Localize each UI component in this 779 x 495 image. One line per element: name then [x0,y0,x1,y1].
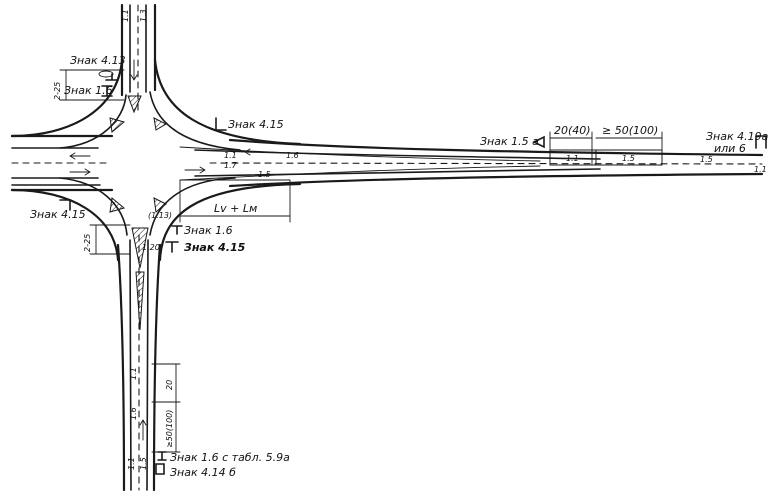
label-m-1-5-bot: 1.5 [139,457,148,470]
corner-top-left [10,58,124,138]
sign-symbol-oval [98,70,114,78]
taper-line-bottom [179,165,541,181]
corner-top-right-inner [149,91,241,151]
island-bottom [131,227,149,269]
label-m-1-7: 1.7 [224,161,238,170]
label-m-1-1-box: 1.1 [566,154,579,163]
dim-2-25-top [59,69,125,101]
dimension-labels: 2-25 2-25 20(40) ≥ 50(100) Lv + Lм 20 ≥5… [53,82,658,448]
sign-symbol-4-14b [155,463,165,475]
corner-bottom-left [10,188,120,262]
label-sign-4-15-left: Знак 4.15 [30,208,86,221]
label-sign-4-19a: Знак 4.19а [706,130,769,143]
label-dim-50-100-v: ≥50(100) [165,410,174,448]
lane-arrows [69,59,269,441]
sign-labels: Знак 4.13 Знак 1.6 Знак 4.15 Знак 1.5 а … [30,54,769,479]
corner-bottom-right-inner [149,177,236,236]
label-m-1-1-bot: 1.1 [127,457,136,470]
label-sign-1-6-mid: Знак 1.6 [184,224,233,237]
road-edge-bottom-right [152,243,162,492]
sign-symbol-1-5a [532,135,545,149]
road-edge-bottom-left [116,243,126,492]
sign-symbol-4-15-mid [165,241,179,253]
label-m-1-5: 1.5 [258,170,271,179]
sign-symbol-1-6-top [101,85,113,97]
box-1-5 [595,149,663,166]
label-dim-50-100-h: ≥ 50(100) [602,124,658,137]
label-or-6: или 6 [714,142,746,155]
label-sign-4-14b: Знак 4.14 б [170,466,236,479]
label-sign-1-5a: Знак 1.5 а [480,135,539,148]
label-m-1-20: 1.20 [142,243,160,252]
taper-line-top [179,146,541,162]
island-right-bottom [153,197,167,213]
island-left-bottom [109,197,126,213]
label-dim-20-40: 20(40) [554,124,591,137]
label-m-1-1-right: 1.1 [754,165,767,174]
lane-line-right-1 [194,149,601,160]
label-m-1-1-v: 1.1 [129,367,138,380]
label-m-1-6: 1.6 [286,151,299,160]
label-dim-lv-lm: Lv + Lм [214,202,257,215]
corner-bottom-right [158,182,302,262]
arrow-left-2 [69,168,91,176]
sign-symbols [59,70,767,475]
island-bottom-lower [135,271,145,331]
arrow-left-1 [69,152,91,160]
traffic-islands [109,95,168,331]
label-dim-2-25-mid: 2-25 [83,234,92,252]
road-edge-right-bottom [228,172,764,188]
dim-lv-lm [179,179,291,223]
sign-symbol-4-15-top [215,117,227,131]
label-m-1-13: (1.13) [148,211,172,220]
lane-bottom-2 [146,239,149,491]
lane-bottom-1 [129,239,132,491]
arrow-right-1 [244,148,269,156]
corner-top-right [153,58,302,146]
lane-line-right-2 [194,168,601,177]
arrow-top-1 [130,59,138,81]
label-sign-4-15-mid: Знак 4.15 [184,241,246,254]
horizontal-road [10,134,764,192]
label-sign-1-6-tab: Знак 1.6 с табл. 5.9а [170,451,290,464]
vertical-road [116,3,162,492]
label-m-1-1-a: 1.1 [224,151,237,160]
dim-20-v [151,363,181,403]
dimension-lines [59,69,663,453]
dim-2-25-mid [89,224,131,255]
label-m-1-6-v: 1.6 [129,407,138,420]
arrow-bottom-1 [139,419,147,441]
sign-symbol-1-6-tab [157,451,167,461]
label-m-1-1-top: 1.1 [121,9,130,22]
label-m-1-5-right: 1.5 [700,155,713,164]
island-left-top [109,117,126,133]
arrow-right-2 [184,166,206,174]
corner-top-left-inner [59,94,127,149]
sign-symbol-4-13 [105,73,119,81]
label-sign-4-15-top: Знак 4.15 [228,118,284,131]
corner-curves [10,58,302,262]
label-sign-1-6-top: Знак 1.6 [64,84,113,97]
island-top [127,95,142,114]
sign-symbol-1-6-mid [171,225,183,235]
corner-bottom-left-inner [59,177,128,236]
label-sign-4-13: Знак 4.13 [70,54,126,67]
label-dim-2-25-top: 2-25 [53,82,62,100]
label-m-1-3-top: 1.3 [139,9,148,22]
label-m-1-5-box: 1.5 [622,154,635,163]
island-right-top [153,117,168,131]
lane-line-right-center [209,162,763,165]
sign-symbol-4-19a [755,135,767,149]
label-dim-20: 20 [165,380,174,390]
sign-symbol-4-15-left [59,199,71,211]
marking-labels: 1.1 1.3 1.1 1.7 1.6 1.5 (1.13) 1.20 1.1 … [121,9,767,470]
